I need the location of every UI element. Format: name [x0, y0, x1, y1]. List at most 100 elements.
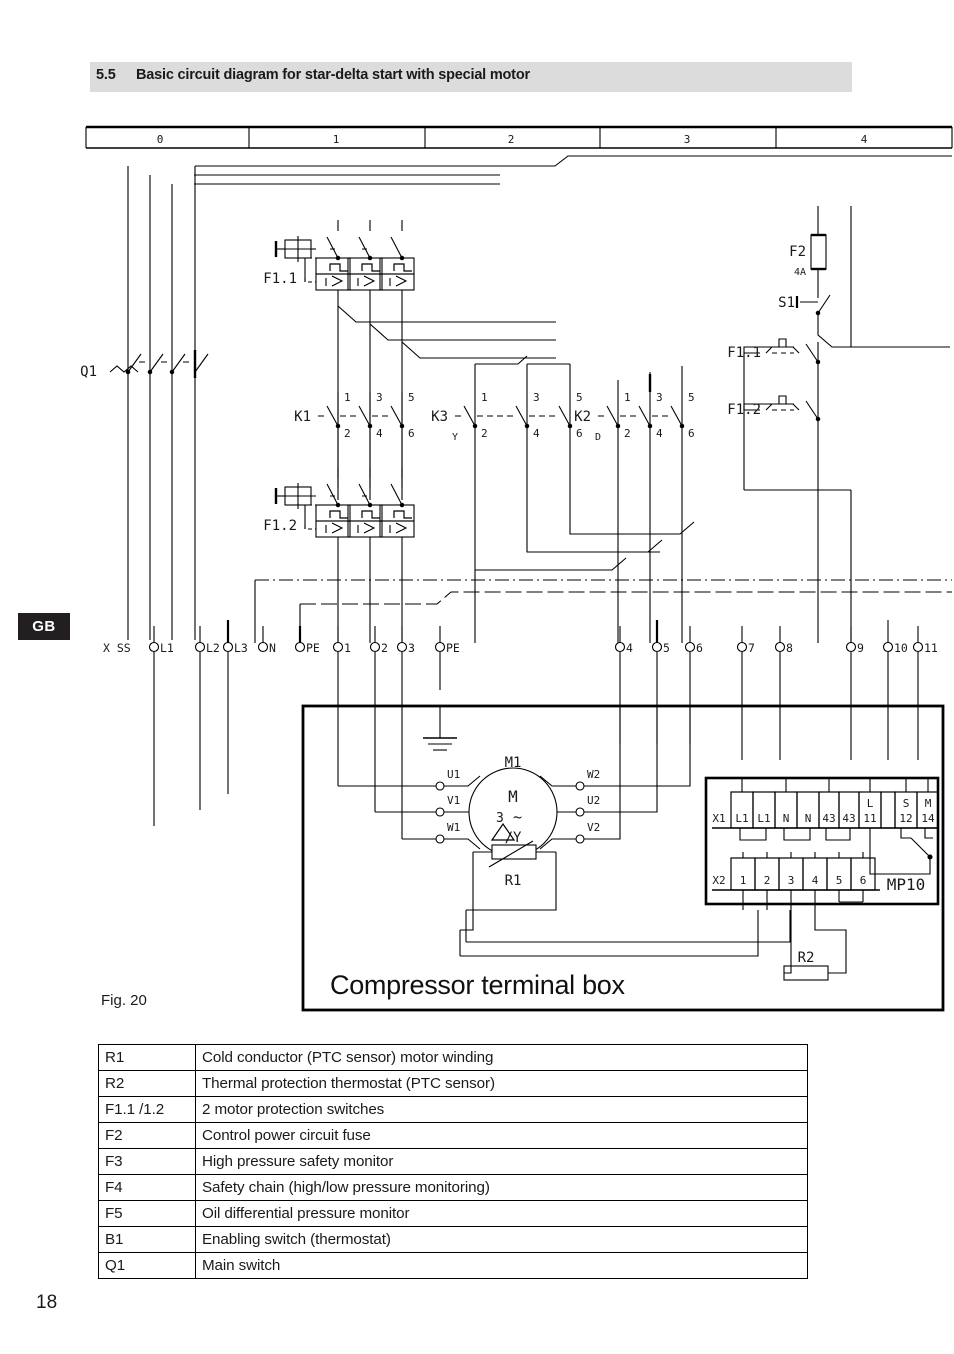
k3-terminal-6: 6	[576, 427, 583, 440]
mp10-x2-t3: 3	[788, 874, 795, 887]
terminal-n: N	[269, 641, 276, 655]
earth-ground-symbol	[423, 706, 457, 751]
motor-ac-symbol: ~	[513, 808, 522, 826]
k2-terminal-4: 4	[656, 427, 663, 440]
ruler-numbers: 0 1 2 3 4	[157, 133, 868, 146]
terminal-l2: L2	[206, 641, 220, 655]
main-switch-q1	[109, 350, 209, 378]
k1-terminal-2: 2	[344, 427, 351, 440]
terminal-l3: L3	[234, 641, 248, 655]
label-r1: R1	[505, 873, 522, 889]
legend-desc: Safety chain (high/low pressure monitori…	[195, 1174, 808, 1201]
legend-key: F2	[98, 1122, 196, 1149]
label-k3-sub: Y	[452, 432, 458, 443]
ruler-col-4: 4	[861, 133, 868, 146]
page-number: 18	[36, 1292, 58, 1313]
k2-terminal-1: 1	[624, 391, 631, 404]
ruler-col-2: 2	[508, 133, 515, 146]
motor-terminal-u1: U1	[447, 768, 460, 781]
mp10-x1-t11-bottom: 14	[921, 812, 935, 825]
legend-key: B1	[98, 1226, 196, 1253]
mp10-x2-t5: 5	[836, 874, 843, 887]
label-s1: S1	[778, 295, 795, 311]
legend-key: F1.1 /1.2	[98, 1096, 196, 1123]
legend-desc: Oil differential pressure monitor	[195, 1200, 808, 1227]
protection-switch-f12	[274, 467, 415, 643]
supply-bus	[127, 155, 952, 640]
k2-terminal-2: 2	[624, 427, 631, 440]
legend-key: F3	[98, 1148, 196, 1175]
k3-terminal-5: 5	[576, 391, 583, 404]
legend-desc: Enabling switch (thermostat)	[195, 1226, 808, 1253]
terminal-3: 3	[408, 641, 415, 655]
motor-terminal-w2: W2	[587, 768, 600, 781]
mp10-x1-label: X1	[712, 812, 725, 825]
mp10-x1-t7-top: L	[867, 797, 874, 810]
legend-desc: Cold conductor (PTC sensor) motor windin…	[195, 1044, 808, 1071]
table-row: B1 Enabling switch (thermostat)	[98, 1226, 808, 1253]
label-r2: R2	[798, 950, 815, 966]
table-row: F1.1 /1.2 2 motor protection switches	[98, 1096, 808, 1123]
compressor-terminal-box-label: Compressor terminal box	[330, 970, 625, 1000]
terminal-8: 8	[786, 641, 793, 655]
label-mp10: MP10	[887, 875, 926, 894]
motor-delta-glyph	[490, 822, 516, 841]
label-f12-aux: F1.2	[727, 402, 761, 418]
ruler-col-3: 3	[684, 133, 691, 146]
label-k3: K3	[431, 409, 448, 425]
legend-key: Q1	[98, 1252, 196, 1279]
k2-terminal-6: 6	[688, 427, 695, 440]
label-f2-rating: 4A	[794, 267, 806, 278]
terminal-4: 4	[626, 641, 633, 655]
terminal-10: 10	[894, 641, 908, 655]
mp10-x1-t3: N	[783, 812, 790, 825]
mp10-x1-t9-top: S	[903, 797, 910, 810]
k3-terminal-2: 2	[481, 427, 488, 440]
mp10-module	[704, 776, 940, 981]
legend-key: F4	[98, 1174, 196, 1201]
mp10-x1-t2: L1	[757, 812, 770, 825]
legend-key: R1	[98, 1044, 196, 1071]
label-f11: F1.1	[263, 271, 297, 287]
k3-terminal-3: 3	[533, 391, 540, 404]
mp10-x1-t1: L1	[735, 812, 748, 825]
legend-desc: Thermal protection thermostat (PTC senso…	[195, 1070, 808, 1097]
mp10-x2-label: X2	[712, 874, 725, 887]
mp10-x2-t4: 4	[812, 874, 819, 887]
legend-key: R2	[98, 1070, 196, 1097]
table-row: Q1 Main switch	[98, 1252, 808, 1279]
k3-terminal-1: 1	[481, 391, 488, 404]
table-row: R1 Cold conductor (PTC sensor) motor win…	[98, 1044, 808, 1071]
mp10-x2-t2: 2	[764, 874, 771, 887]
terminal-2: 2	[381, 641, 388, 655]
legend-table: R1 Cold conductor (PTC sensor) motor win…	[98, 1044, 808, 1279]
compressor-terminal-box	[301, 704, 945, 1012]
motor-terminal-u2: U2	[587, 794, 600, 807]
label-f11-aux: F1.1	[727, 345, 761, 361]
figure-caption: Fig. 20	[101, 992, 147, 1009]
terminal-7: 7	[748, 641, 755, 655]
terminal-l1: L1	[160, 641, 174, 655]
mp10-x1-t9-bottom: 12	[899, 812, 912, 825]
motor-terminal-v1: V1	[447, 794, 460, 807]
k2-terminal-3: 3	[656, 391, 663, 404]
terminal-strip-name: X SS	[103, 641, 131, 655]
mp10-x1-t11-top: M	[925, 797, 932, 810]
section-number: 5.5	[96, 67, 116, 83]
label-f2: F2	[789, 244, 806, 260]
legend-desc: 2 motor protection switches	[195, 1096, 808, 1123]
protection-switch-f11	[274, 220, 556, 500]
motor-phases: 3	[496, 811, 504, 826]
table-row: F4 Safety chain (high/low pressure monit…	[98, 1174, 808, 1201]
k2-terminal-5: 5	[688, 391, 695, 404]
ruler-col-1: 1	[333, 133, 340, 146]
mp10-x2-t1: 1	[740, 874, 747, 887]
terminal-strip	[148, 620, 924, 826]
k3-terminal-4: 4	[533, 427, 540, 440]
k1-terminal-6: 6	[408, 427, 415, 440]
terminal-pe-2: PE	[446, 641, 460, 655]
label-k2-sub: D	[595, 432, 601, 443]
label-k1: K1	[294, 409, 311, 425]
label-k2: K2	[574, 409, 591, 425]
motor-terminal-w1: W1	[447, 821, 460, 834]
